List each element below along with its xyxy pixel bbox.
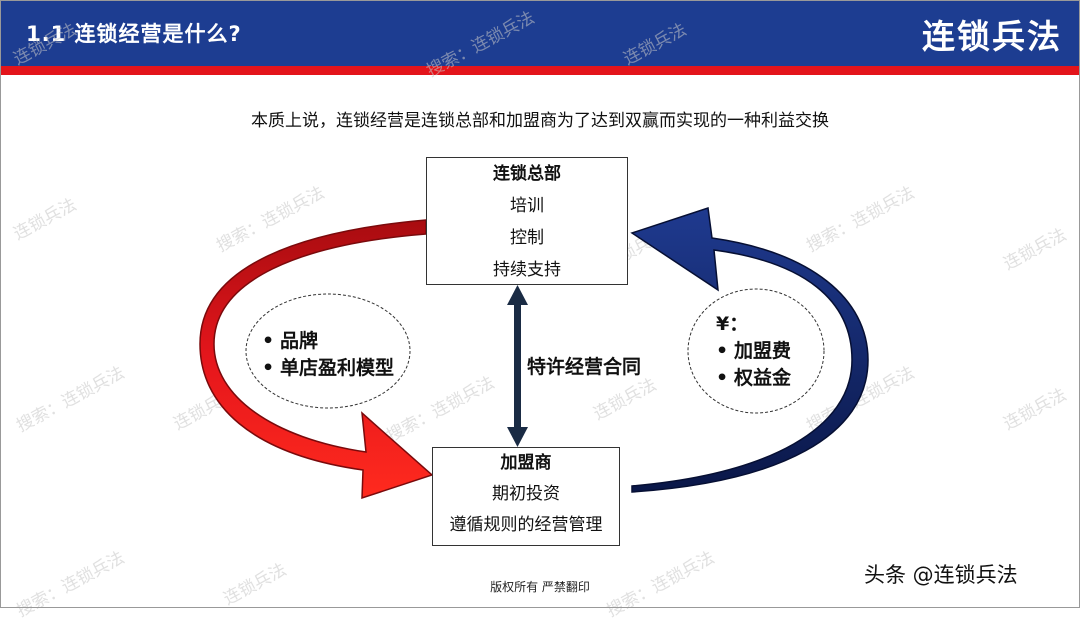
franchisee-item-investment: 期初投资 xyxy=(492,484,560,504)
right-oval-item-fee: 加盟费 xyxy=(734,340,792,362)
bullet-icon: • xyxy=(716,367,729,389)
franchisee-box: 加盟商 期初投资 遵循规则的经营管理 xyxy=(432,447,620,546)
left-dashed-oval xyxy=(245,293,411,409)
exchange-diagram xyxy=(199,207,869,500)
header-stripe xyxy=(0,66,1080,75)
footer-copyright: 版权所有 严禁翻印 xyxy=(490,580,590,594)
list-item: •单店盈利模型 xyxy=(262,355,394,382)
hq-title: 连锁总部 xyxy=(493,164,561,184)
right-dashed-oval xyxy=(687,288,825,414)
list-item: •加盟费 xyxy=(716,338,791,365)
header-bar xyxy=(0,0,1080,66)
right-oval-list: ¥： •加盟费 •权益金 xyxy=(716,311,791,392)
hq-item-support: 持续支持 xyxy=(493,260,561,280)
right-curved-arrow xyxy=(630,207,869,493)
list-item: •品牌 xyxy=(262,328,394,355)
right-oval-heading: ¥： xyxy=(716,313,749,335)
hq-item-training: 培训 xyxy=(510,196,544,216)
brand-logo: 连锁兵法 xyxy=(922,17,1062,56)
hq-item-control: 控制 xyxy=(510,228,544,248)
hq-box: 连锁总部 培训 控制 持续支持 xyxy=(426,157,628,285)
contract-double-arrow xyxy=(507,285,528,447)
left-oval-list: •品牌 •单店盈利模型 xyxy=(262,328,394,382)
page-subtitle: 本质上说，连锁经营是连锁总部和加盟商为了达到双赢而实现的一种利益交换 xyxy=(251,111,829,131)
left-oval-item-brand: 品牌 xyxy=(280,330,319,352)
list-item: •权益金 xyxy=(716,365,791,392)
left-curved-arrow xyxy=(199,219,434,500)
bullet-icon: • xyxy=(262,357,275,379)
franchisee-title: 加盟商 xyxy=(500,453,552,473)
footer-watermark: 头条 @连锁兵法 xyxy=(864,563,1018,587)
franchisee-item-management: 遵循规则的经营管理 xyxy=(449,515,603,535)
left-oval-item-model: 单店盈利模型 xyxy=(280,357,395,379)
right-oval-item-royalty: 权益金 xyxy=(734,367,792,389)
section-title: 1.1 连锁经营是什么? xyxy=(26,22,242,46)
bullet-icon: • xyxy=(716,340,729,362)
bullet-icon: • xyxy=(262,330,275,352)
contract-label: 特许经营合同 xyxy=(527,356,642,378)
